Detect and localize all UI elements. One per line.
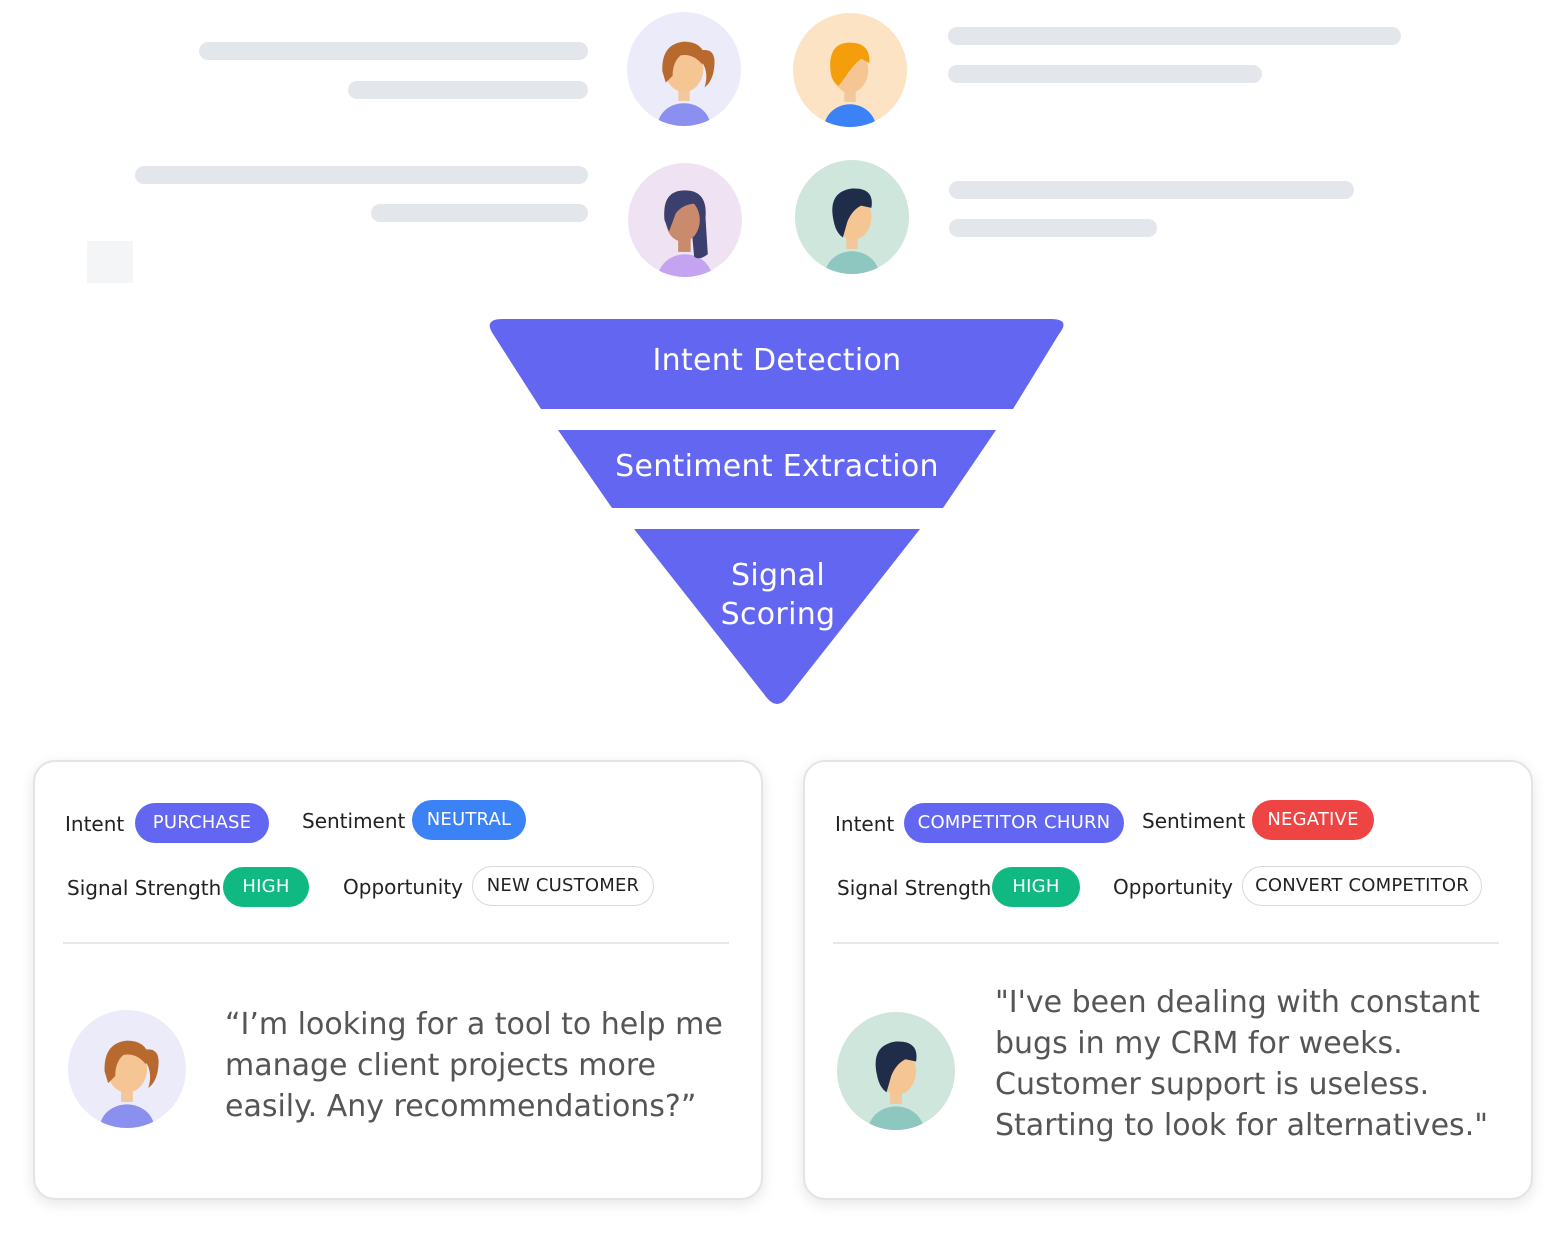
opportunity-label: Opportunity <box>343 875 464 899</box>
funnel-label-intent-detection: Intent Detection <box>652 343 902 378</box>
opportunity-label: Opportunity <box>1113 875 1234 899</box>
man-dark-hair-avatar-icon <box>795 160 909 274</box>
funnel-label-line: Signal <box>731 558 825 593</box>
signal-strength-label: Signal Strength <box>837 876 992 900</box>
signal-strength-badge: HIGH <box>223 867 309 907</box>
sentiment-badge: NEUTRAL <box>412 800 526 840</box>
intent-badge: PURCHASE <box>135 803 269 843</box>
card-divider <box>63 942 729 944</box>
placeholder-line <box>948 27 1401 45</box>
opportunity-badge: NEW CUSTOMER <box>472 866 654 906</box>
placeholder-line <box>371 204 588 222</box>
funnel-label-signal-scoring: Signal Scoring <box>640 556 916 634</box>
quote-line: Customer support is useless. <box>995 1067 1430 1102</box>
quote-line: “I’m looking for a tool to help me <box>225 1007 723 1042</box>
faint-placeholder-block <box>87 241 133 283</box>
placeholder-line <box>949 181 1354 199</box>
quote-line: manage client projects more <box>225 1048 656 1083</box>
quote-line: bugs in my CRM for weeks. <box>995 1026 1403 1061</box>
placeholder-line <box>135 166 588 184</box>
opportunity-badge: CONVERT COMPETITOR <box>1242 866 1482 906</box>
quote-line: Starting to look for alternatives." <box>995 1108 1489 1143</box>
intent-badge: COMPETITOR CHURN <box>904 803 1124 843</box>
man-orange-hair-avatar-icon <box>793 13 907 127</box>
intent-label: Intent <box>65 812 125 836</box>
intent-label: Intent <box>835 812 895 836</box>
placeholder-line <box>348 81 588 99</box>
placeholder-line <box>199 42 588 60</box>
card-divider <box>833 942 1499 944</box>
woman-ponytail-avatar-icon <box>68 1010 186 1128</box>
woman-long-hair-avatar-icon <box>628 163 742 277</box>
placeholder-line <box>948 65 1262 83</box>
quote-line: "I've been dealing with constant <box>995 985 1480 1020</box>
woman-ponytail-avatar-icon <box>627 12 741 126</box>
signal-strength-badge: HIGH <box>992 867 1080 907</box>
sentiment-badge: NEGATIVE <box>1252 800 1374 840</box>
customer-quote: “I’m looking for a tool to help me manag… <box>225 1004 723 1127</box>
funnel-label-line: Scoring <box>720 597 836 632</box>
sentiment-label: Sentiment <box>1142 809 1246 833</box>
signal-card-purchase: Intent PURCHASE Sentiment NEUTRAL Signal… <box>33 760 763 1200</box>
sentiment-label: Sentiment <box>302 809 406 833</box>
signal-card-competitor-churn: Intent COMPETITOR CHURN Sentiment NEGATI… <box>803 760 1533 1200</box>
placeholder-line <box>949 219 1157 237</box>
man-dark-hair-avatar-icon <box>837 1012 955 1130</box>
customer-quote: "I've been dealing with constant bugs in… <box>995 982 1488 1146</box>
funnel-label-sentiment-extraction: Sentiment Extraction <box>615 449 939 484</box>
quote-line: easily. Any recommendations?” <box>225 1089 697 1124</box>
signal-strength-label: Signal Strength <box>67 876 222 900</box>
